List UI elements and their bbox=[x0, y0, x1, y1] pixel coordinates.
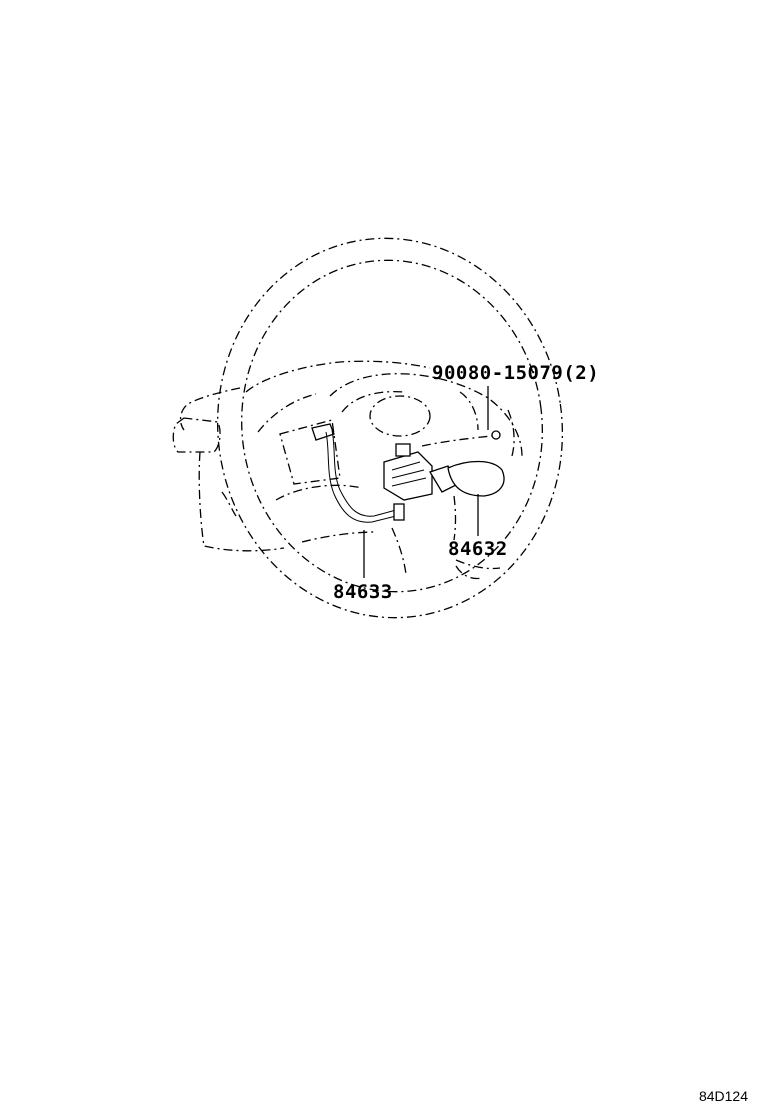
steering-wheel-rim bbox=[216, 237, 564, 619]
steering-wheel-hub bbox=[245, 360, 523, 580]
part-number-label-bolt[interactable]: 90080-15079(2) bbox=[432, 362, 600, 384]
part-number-label-wire[interactable]: 84633 bbox=[333, 581, 393, 603]
steering-pad-switch-84632 bbox=[383, 443, 505, 501]
steering-column-outline bbox=[172, 387, 285, 552]
bolt-90080-15079 bbox=[421, 430, 501, 447]
wire-harness-84633 bbox=[311, 423, 405, 523]
part-number-label-switch[interactable]: 84632 bbox=[448, 538, 508, 560]
leader-lines bbox=[363, 386, 489, 578]
diagram-reference-code: 84D124 bbox=[698, 1088, 748, 1104]
